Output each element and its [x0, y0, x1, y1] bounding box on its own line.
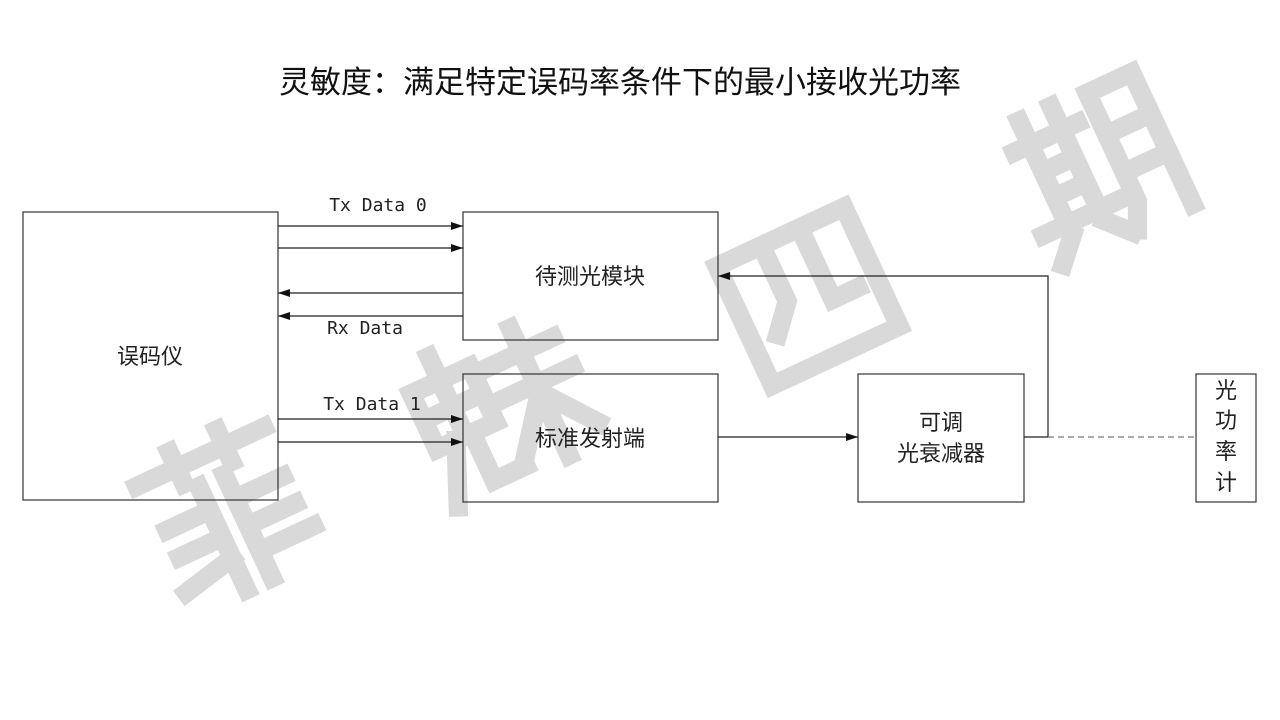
- attenuator-label-line2: 光衰减器: [897, 442, 985, 467]
- watermark: [124, 59, 1206, 607]
- tx-data-0-label: Tx Data 0: [329, 195, 427, 216]
- watermark-char-si: [704, 194, 913, 399]
- block-reference-transmitter: 标准发射端: [462, 373, 719, 503]
- watermark-char-mei: [398, 315, 612, 517]
- watermark-char-qi: [1001, 59, 1206, 277]
- block-bert: 误码仪: [22, 211, 279, 501]
- power-meter-char: 计: [1215, 471, 1237, 496]
- reference-transmitter-label: 标准发射端: [535, 427, 645, 452]
- block-power-meter: 光 功 率 计: [1195, 373, 1257, 503]
- page-title: 灵敏度：满足特定误码率条件下的最小接收光功率: [279, 65, 961, 101]
- power-meter-char: 功: [1215, 409, 1237, 434]
- rx-data-label: Rx Data: [327, 318, 403, 339]
- attenuator-label-line1: 可调: [919, 411, 963, 436]
- bert-label: 误码仪: [117, 345, 183, 370]
- optical-feedback-to-dut: [718, 272, 1049, 438]
- watermark-char-fei: [124, 414, 327, 607]
- tx-data-1-label: Tx Data 1: [323, 394, 421, 415]
- block-attenuator: 可调 光衰减器: [857, 373, 1025, 503]
- power-meter-char: 率: [1215, 440, 1237, 465]
- block-dut: 待测光模块: [462, 211, 719, 341]
- dut-label: 待测光模块: [535, 265, 645, 290]
- power-meter-char: 光: [1215, 379, 1237, 404]
